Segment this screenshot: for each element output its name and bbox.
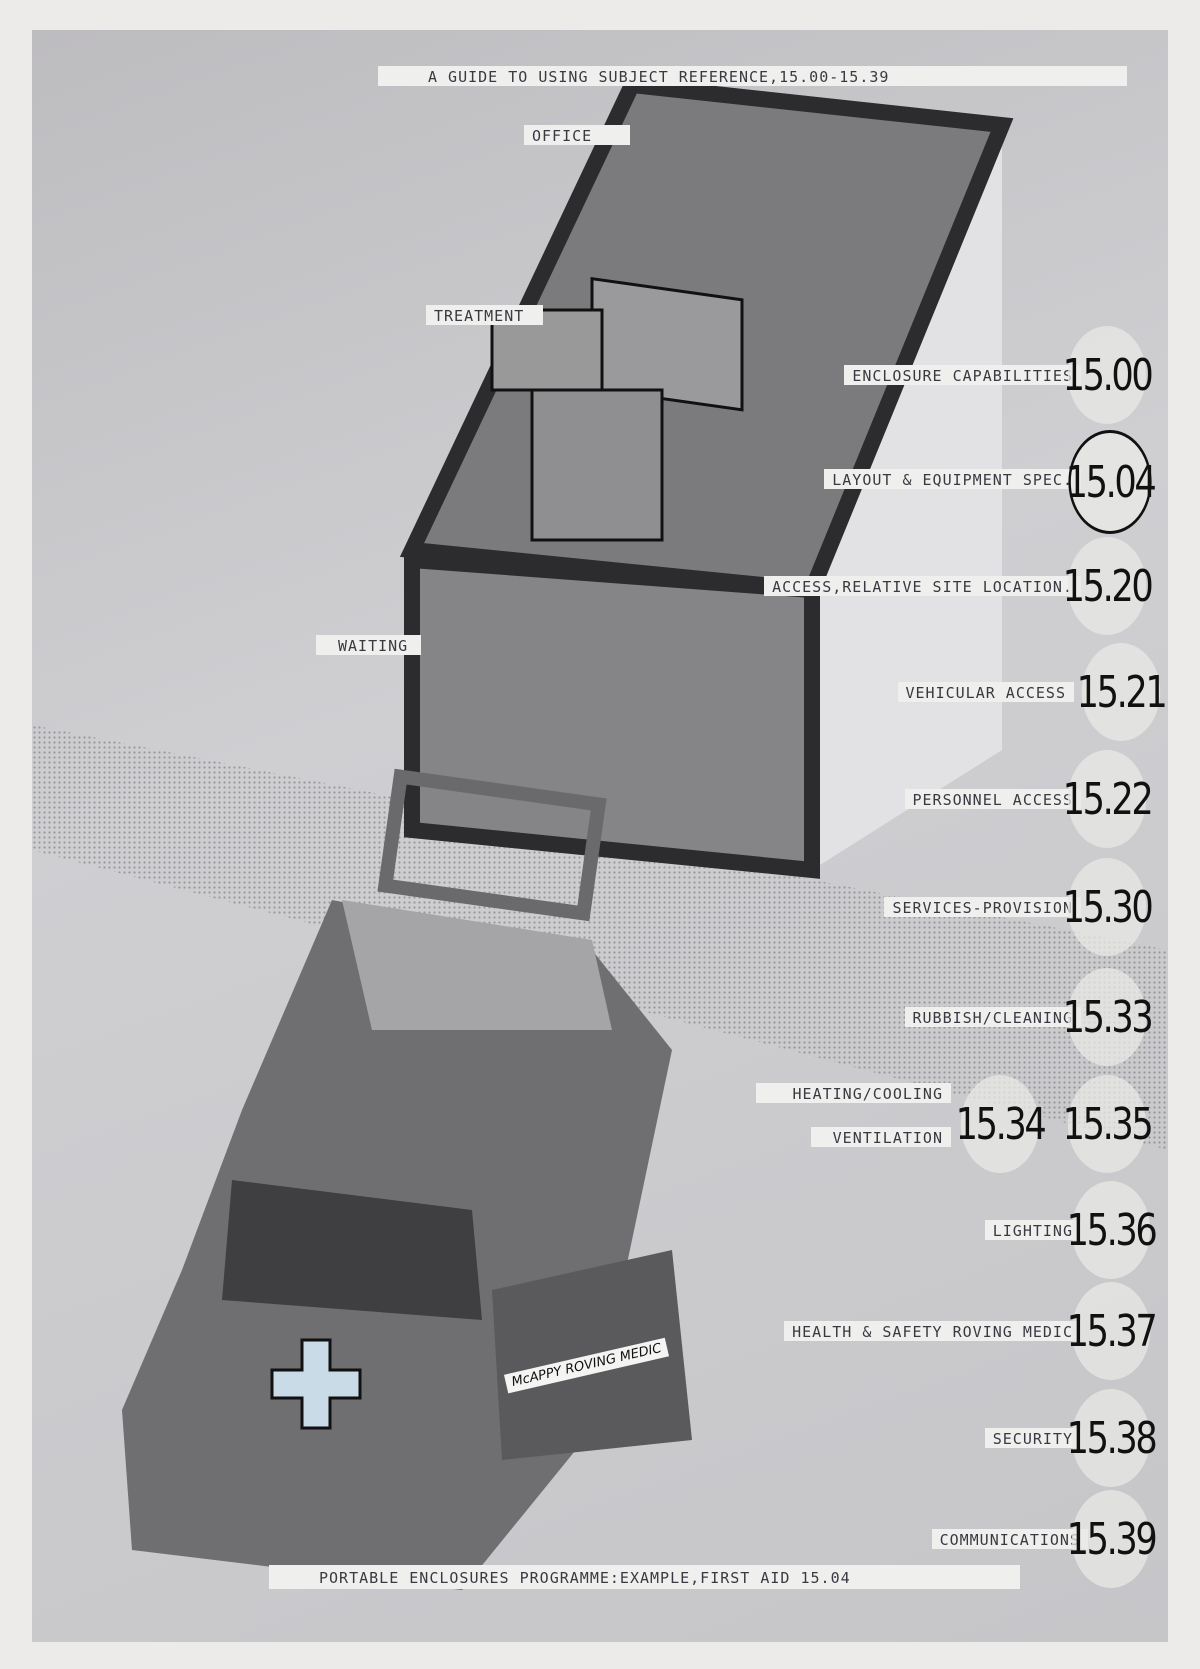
ref-label: SECURITY [984,1428,1081,1448]
car-roof-rack [377,768,607,922]
ref-label: PERSONNEL ACCESS [904,789,1081,809]
enclosure-front-floor [412,560,812,870]
car-roof [342,900,612,1030]
ref-label: VENTILATION [811,1127,951,1147]
ref-label: COMMUNICATIONS [931,1529,1088,1549]
ref-label: SERVICES-PROVISION [884,897,1081,917]
red-cross-icon [270,1338,362,1430]
ref-code: 15.20 [1063,537,1154,635]
room-label-waiting: WAITING [316,635,421,655]
ref-code: 15.21 [1077,643,1168,741]
footer-caption: PORTABLE ENCLOSURES PROGRAMME:EXAMPLE,FI… [269,1565,1020,1589]
ref-code: 15.33 [1063,968,1154,1066]
ref-code: 15.35 [1063,1075,1154,1173]
room-label-office: OFFICE [524,125,630,145]
collage-sheet: A GUIDE TO USING SUBJECT REFERENCE,15.00… [32,30,1168,1642]
ref-code: 15.22 [1063,750,1154,848]
ref-code: 15.39 [1067,1490,1158,1588]
ref-label: LAYOUT & EQUIPMENT SPEC. [824,469,1081,489]
guide-title: A GUIDE TO USING SUBJECT REFERENCE,15.00… [378,66,1127,86]
treatment-partition [530,388,664,542]
ref-code-circled: 15.04 [1066,430,1157,534]
ref-label: LIGHTING [984,1220,1081,1240]
ref-code: 15.36 [1067,1181,1158,1279]
ref-label: VEHICULAR ACCESS [897,682,1074,702]
room-label-treatment: TREATMENT [426,305,543,325]
ref-code: 15.38 [1067,1389,1158,1487]
halftone-band [32,725,1168,1150]
ref-code: 15.30 [1063,858,1154,956]
ref-code: 15.34 [956,1075,1047,1173]
ref-label: ENCLOSURE CAPABILITIES [844,365,1081,385]
model-photo [32,76,1168,1590]
ref-label: HEALTH & SAFETY ROVING MEDIC [784,1321,1081,1341]
ref-code: 15.00 [1063,326,1154,424]
ref-label: HEATING/COOLING [756,1083,951,1103]
car-windscreen [222,1180,482,1320]
ref-code: 15.37 [1067,1282,1158,1380]
ref-label: ACCESS,RELATIVE SITE LOCATION. [764,576,1081,596]
ref-label: RUBBISH/CLEANING [904,1007,1081,1027]
enclosure-front-frame [404,551,820,879]
